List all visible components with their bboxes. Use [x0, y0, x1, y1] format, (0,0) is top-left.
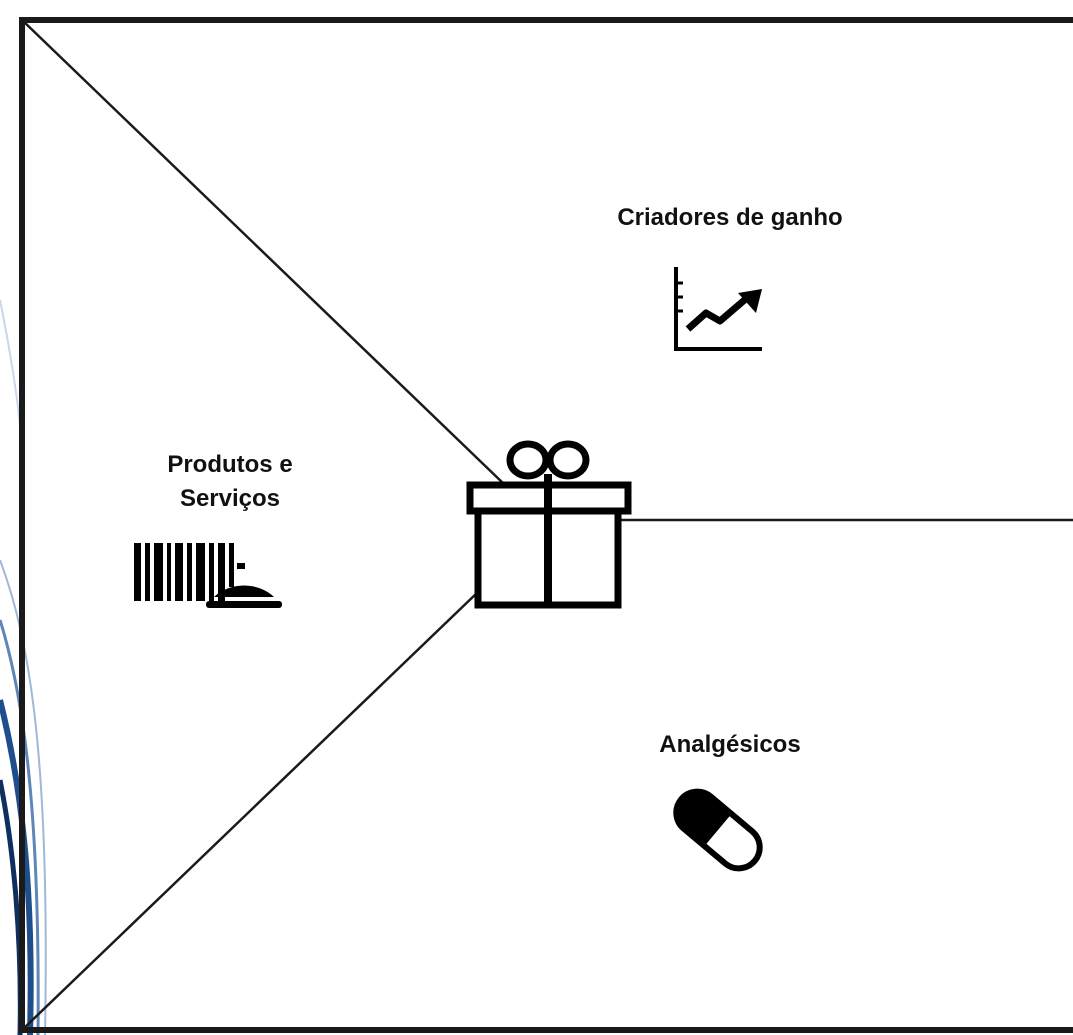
outer-frame — [19, 17, 1073, 1033]
pill-capsule-icon — [673, 788, 763, 872]
bottom-left-diagonal — [21, 591, 479, 1031]
products-services-label-line1: Produtos e — [167, 451, 293, 478]
products-services-label-line2: Serviços — [179, 485, 281, 512]
gift-box-icon — [466, 440, 632, 609]
gain-creators-label: Criadores de ganho — [617, 204, 843, 231]
products-services-label: Produtos e Serviços — [100, 448, 360, 516]
pain-relievers-label: Analgésicos — [659, 731, 801, 758]
trending-chart-icon — [674, 267, 762, 351]
top-left-diagonal — [21, 19, 506, 486]
barcode-and-cloche-icon — [134, 543, 282, 608]
